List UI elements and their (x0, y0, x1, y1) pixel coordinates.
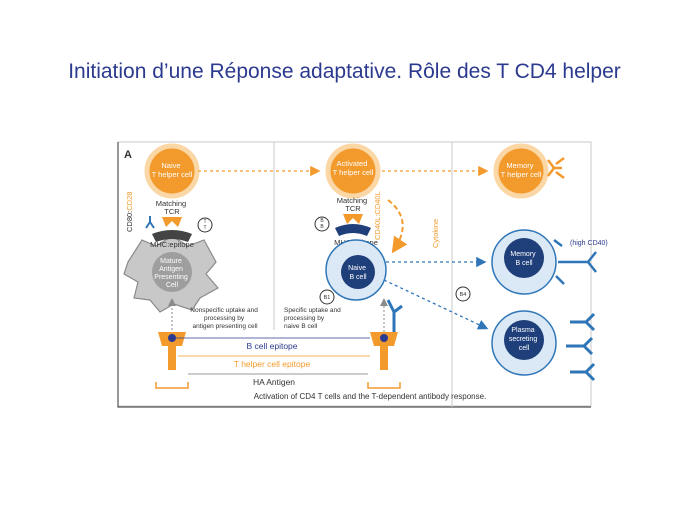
memory-t-cell-label: Memory T helper cell (501, 161, 542, 179)
b-badge-3-text: B4 (460, 292, 467, 298)
plasma-cell-label: Plasma secreting cell (509, 327, 539, 352)
apc-label: Mature Antigen Presenting Cell (154, 258, 189, 289)
mhc-epitope-label-1: MHC:epitope (150, 240, 194, 249)
high-cd40-label: (high CD40) (570, 240, 608, 247)
b-badge-3 (455, 286, 471, 302)
ha-antigen-left (155, 332, 189, 389)
cd80-cd28-label: CD80:CD28 (125, 192, 134, 232)
activated-t-cell-label: Activated T helper cell (333, 159, 374, 177)
figure-caption: Activation of CD4 T cells and the T-depe… (254, 392, 487, 401)
cd28-receptor-icon (145, 216, 155, 229)
tcr-receptor-1 (162, 217, 182, 227)
b-badge-2-text: B1 (324, 295, 331, 301)
t-cell-epitope-label: T helper cell epitope (234, 359, 311, 369)
cytokine-label: Cytokine (431, 219, 440, 248)
matching-tcr-label-2: Matching TCR (337, 196, 370, 213)
memory-b-cell-nucleus (504, 238, 544, 278)
mhc-complex-1 (152, 230, 192, 242)
memory-b-cell-label: Memory B cell (510, 251, 537, 267)
naive-t-helper-cell (144, 143, 200, 199)
tcr-receptor-2 (343, 214, 363, 224)
antibody-icons (566, 312, 596, 382)
cd40l-label: CD40L:CD40L (373, 191, 382, 240)
panel-label: A (124, 149, 132, 161)
t-badge-1 (197, 217, 213, 233)
ha-antigen-label: HA Antigen (253, 377, 295, 387)
b-cell-receptor-icon (386, 299, 403, 332)
cytokine-arrow (387, 199, 408, 254)
naive-t-cell-label: Naive T helper cell (152, 161, 193, 179)
memory-t-receptor-icon (547, 157, 565, 179)
mhc-complex-2 (335, 224, 371, 236)
memory-t-helper-cell (493, 143, 549, 199)
plasma-cell-nucleus (504, 320, 544, 360)
slide-title: Initiation d’une Réponse adaptative. Rôl… (68, 60, 621, 83)
b-cell-epitope-label: B cell epitope (246, 341, 297, 351)
naive-b-cell-nucleus (341, 255, 375, 289)
plasma-cell-arrow (383, 279, 489, 330)
memory-b-receptor-icon (553, 239, 597, 285)
ha-antigen-right (367, 332, 401, 389)
figure-frame (117, 141, 592, 408)
b-badge-2 (319, 289, 335, 305)
nonspecific-uptake-label: Nonspecific uptake and processing by ant… (190, 307, 259, 330)
activated-t-helper-cell (325, 143, 381, 199)
apc-nucleus (152, 252, 192, 292)
matching-tcr-label-1: Matching TCR (156, 199, 189, 216)
b-badge-1 (314, 216, 330, 232)
naive-b-cell-label: Naive B cell (348, 265, 368, 281)
specific-uptake-label: Specific uptake and processing by naive … (284, 307, 343, 330)
